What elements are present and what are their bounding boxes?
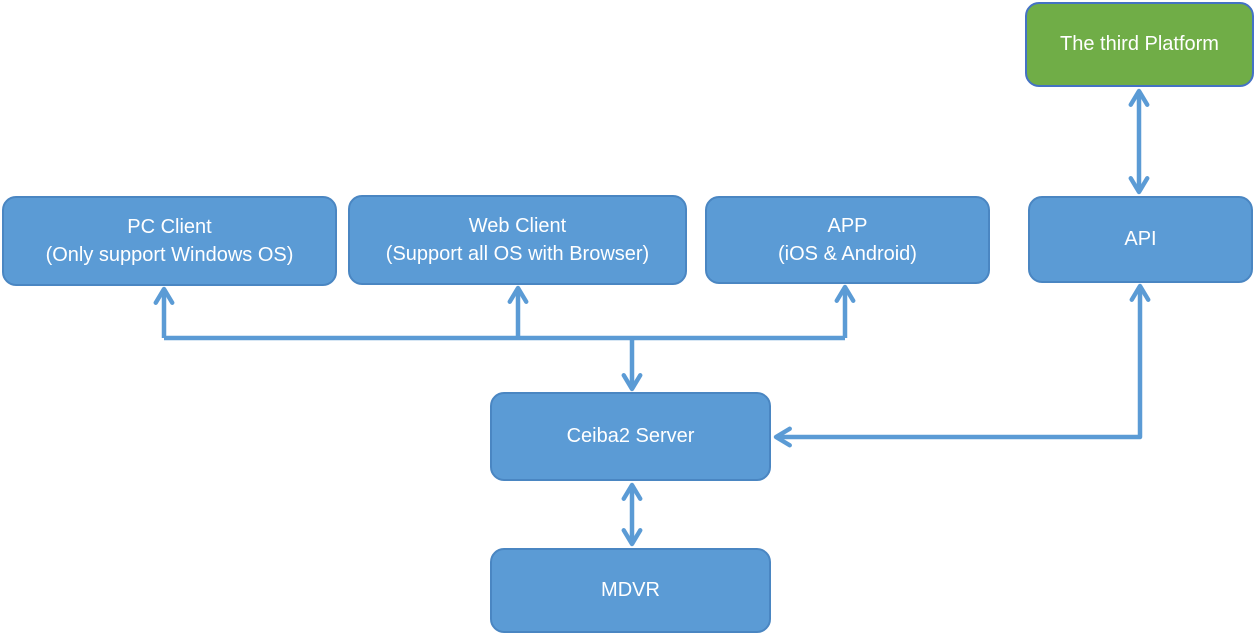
node-third-platform: The third Platform [1025,2,1254,87]
node-third-platform-label: The third Platform [1060,33,1219,56]
edge-api-ceiba2-server [773,283,1151,448]
node-mdvr-label: MDVR [601,579,660,602]
node-app-subtitle: (iOS & Android) [778,243,917,265]
node-pc-client-title: PC Client [127,215,212,238]
node-pc-client: PC Client (Only support Windows OS) [2,196,337,286]
node-ceiba2-server: Ceiba2 Server [490,392,771,481]
node-web-client-title: Web Client [468,214,567,237]
node-web-client: Web Client (Support all OS with Browser) [348,195,687,285]
node-app: APP (iOS & Android) [705,196,990,284]
node-app-title: APP [827,214,868,237]
node-ceiba2-server-label: Ceiba2 Server [566,425,695,448]
node-pc-client-subtitle: (Only support Windows OS) [45,244,294,266]
node-api-label: API [1124,228,1157,251]
node-web-client-subtitle: (Support all OS with Browser) [385,243,650,265]
node-mdvr: MDVR [490,548,771,633]
node-api: API [1028,196,1253,283]
